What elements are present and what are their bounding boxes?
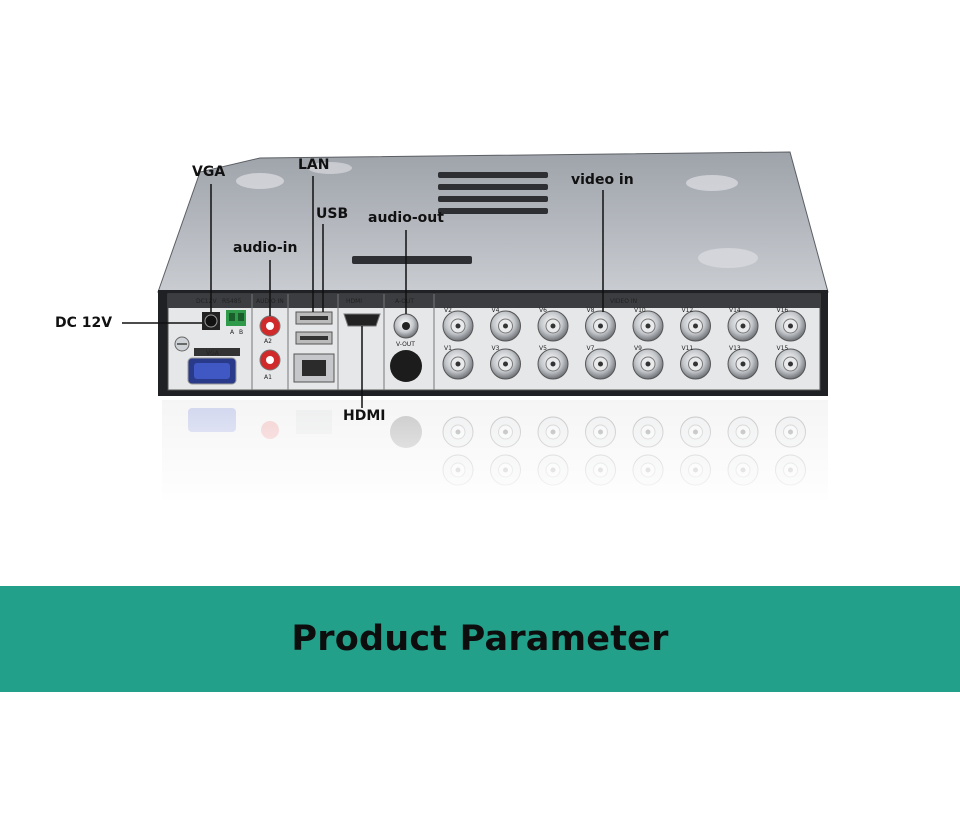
bnc-label: V14 (729, 307, 741, 314)
bnc-port-v3 (490, 348, 521, 380)
bnc-port-v16 (775, 310, 806, 342)
bnc-label: V16 (777, 307, 789, 314)
hdmi-port (343, 313, 381, 327)
svg-text:A2: A2 (264, 338, 272, 345)
bnc-port-v8 (585, 310, 616, 342)
panel-label-hdmi: HDMI (346, 298, 362, 305)
bnc-port-v6 (537, 310, 569, 342)
ground-screw (174, 336, 190, 352)
callout-lines (122, 176, 604, 408)
bnc-port-v14 (727, 310, 759, 342)
callout-lan: LAN (298, 157, 330, 173)
bnc-label: V8 (587, 307, 595, 314)
bnc-label: V3 (492, 345, 500, 352)
bnc-label: V10 (634, 307, 646, 314)
callout-usb: USB (316, 206, 349, 222)
svg-text:A1: A1 (264, 374, 272, 381)
callout-audio-in: audio-in (233, 240, 298, 256)
bnc-label: V2 (444, 307, 452, 314)
dvr-product-photo: DC12V RS485 AUDIO IN HDMI A-OUT VIDEO IN… (122, 151, 850, 510)
bnc-port-v10 (632, 310, 664, 342)
bnc-label: V12 (682, 307, 694, 314)
vga-port: VGA (187, 348, 240, 385)
bnc-label: V9 (634, 345, 642, 352)
bnc-port-v11 (680, 348, 711, 380)
callout-video-in: video in (571, 172, 634, 188)
bnc-label: V1 (444, 345, 452, 352)
callout-dc-12v: DC 12V (55, 315, 113, 331)
bnc-port-v5 (537, 348, 569, 380)
bnc-label: V11 (682, 345, 694, 352)
device-back-panel: DC12V RS485 AUDIO IN HDMI A-OUT VIDEO IN (158, 290, 828, 396)
svg-text:B: B (239, 329, 243, 336)
bnc-port-v13 (727, 348, 759, 380)
svg-text:V-OUT: V-OUT (396, 341, 415, 348)
rs485-terminal: A B (226, 310, 246, 336)
audio-out-port: V-OUT (390, 313, 422, 382)
panel-label-rs485: RS485 (222, 298, 242, 305)
callout-hdmi: HDMI (343, 408, 386, 424)
bnc-label: V7 (587, 345, 595, 352)
bnc-label: V4 (492, 307, 500, 314)
bnc-label: V5 (539, 345, 547, 352)
callout-audio-out: audio-out (368, 210, 444, 226)
bnc-port-v12 (680, 310, 711, 342)
section-banner: Product Parameter (0, 586, 960, 692)
usb-ports (295, 311, 333, 345)
bnc-label: V6 (539, 307, 547, 314)
svg-text:VGA: VGA (206, 350, 220, 357)
bnc-label: V15 (777, 345, 789, 352)
panel-label-dc: DC12V (196, 298, 217, 305)
bnc-port-v2 (442, 310, 474, 342)
bnc-port-v1 (442, 348, 474, 380)
bnc-label: V13 (729, 345, 741, 352)
audio-in-ports: A2 A1 (259, 315, 281, 381)
panel-label-aout: A-OUT (395, 298, 414, 305)
dc-power-jack (202, 312, 220, 330)
callout-vga: VGA (192, 164, 226, 180)
bnc-port-v9 (632, 348, 664, 380)
panel-label-video-in: VIDEO IN (610, 298, 637, 305)
bnc-port-v4 (490, 310, 521, 342)
device-top-cover (157, 151, 829, 293)
bnc-port-v7 (585, 348, 616, 380)
svg-text:A: A (230, 329, 235, 336)
bnc-port-v15 (775, 348, 806, 380)
banner-title: Product Parameter (291, 619, 669, 659)
lan-port (293, 353, 335, 383)
